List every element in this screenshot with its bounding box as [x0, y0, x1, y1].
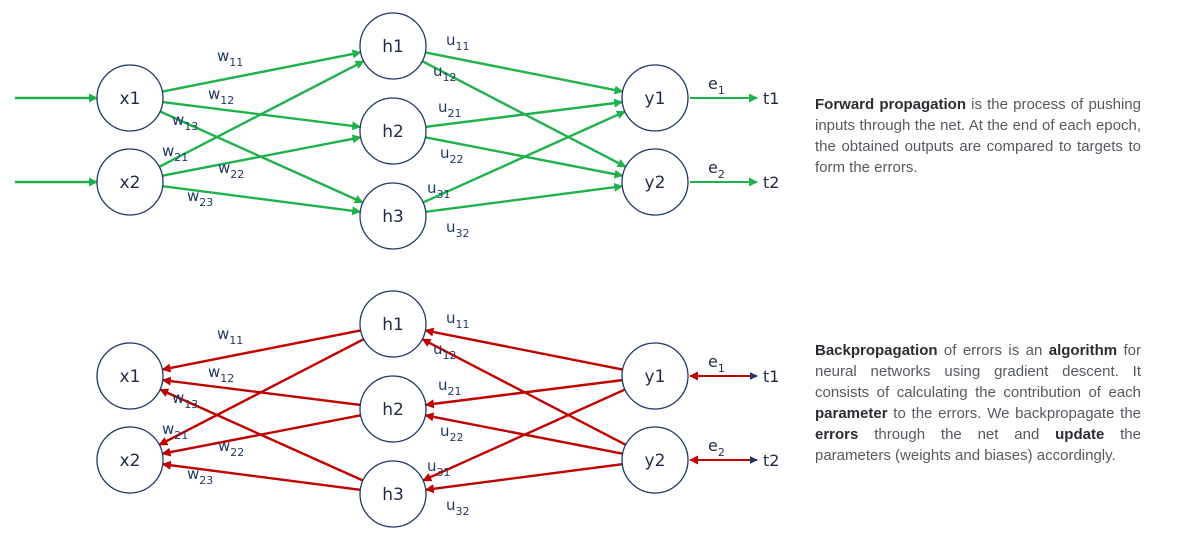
node-label-y2: y2	[645, 451, 666, 471]
edge-h2-y1	[425, 98, 624, 129]
node-y2	[621, 148, 689, 216]
backprop-text-2: for neural networks using gradient desce…	[815, 342, 1141, 401]
error-label-e2: e2	[708, 436, 725, 459]
backprop-text-4: through the net and	[858, 426, 1056, 443]
edge-x1-h1	[162, 49, 362, 93]
algorithm-term: algorithm	[1048, 342, 1118, 359]
backprop-text-1: of errors is an	[937, 342, 1049, 359]
weight-label-w12: w12	[208, 85, 234, 107]
update-term: update	[1055, 426, 1105, 443]
weight-label-u12: u12	[433, 340, 457, 362]
edge-x2-h2	[161, 414, 361, 457]
weight-label-u31: u31	[427, 457, 451, 479]
node-h3	[359, 182, 427, 250]
node-label-x1: x1	[120, 367, 141, 387]
node-y2	[621, 426, 689, 494]
edge-x2-h1	[158, 338, 365, 446]
weight-label-u32: u32	[446, 496, 470, 518]
edge-x2-h3	[162, 185, 362, 216]
node-x1	[96, 342, 164, 410]
backpropagation-network: t1 e1 t2 e2 x1 x2 h1 h2 h3 y1 y2 w11 w12 w13 w21 w22w23…	[96, 290, 779, 528]
edge-x2-h3	[161, 460, 361, 491]
error-label-e1: e1	[708, 74, 725, 97]
errors-term: errors	[815, 426, 859, 443]
weight-label-w13: w13	[172, 111, 198, 133]
weight-label-w12: w12	[208, 363, 234, 385]
weight-label-w23: w23	[187, 465, 213, 487]
edge-h3-y1	[422, 388, 626, 482]
node-label-h2: h2	[382, 122, 404, 142]
edge-h3-y2	[424, 463, 623, 494]
node-h2	[359, 375, 427, 443]
node-label-h1: h1	[382, 37, 404, 57]
node-label-x2: x2	[120, 451, 141, 471]
weight-label-u31: u31	[427, 179, 451, 201]
edge-h1-y1	[425, 51, 624, 95]
node-y1	[621, 64, 689, 132]
node-label-h3: h3	[382, 485, 404, 505]
node-h2	[359, 97, 427, 165]
weight-label-u11: u11	[446, 31, 470, 53]
edge-x2-h2	[162, 134, 362, 177]
node-label-h3: h3	[382, 207, 404, 227]
weight-label-u32: u32	[446, 218, 470, 240]
parameter-term: parameter	[815, 405, 888, 422]
target-t1: t1	[763, 367, 779, 386]
node-x1	[96, 64, 164, 132]
node-h3	[359, 460, 427, 528]
weight-label-w11: w11	[217, 47, 243, 69]
backpropagation-description: Backpropagation of errors is an algorith…	[815, 340, 1141, 466]
forward-propagation-network: t1 e1 t2 e2 x1 x2 h1 h2 h3 y1 y2 w11 w12 w13 w21 w22w23…	[15, 12, 779, 250]
node-label-h2: h2	[382, 400, 404, 420]
node-label-y2: y2	[645, 173, 666, 193]
node-label-y1: y1	[645, 89, 666, 109]
forward-propagation-term: Forward propagation	[815, 96, 966, 113]
edge-h3-y2	[425, 182, 624, 213]
target-t1: t1	[763, 89, 779, 108]
target-t2: t2	[763, 173, 779, 192]
node-x2	[96, 148, 164, 216]
edge-x2-h1	[158, 60, 365, 168]
weight-label-u22: u22	[440, 144, 464, 166]
node-y1	[621, 342, 689, 410]
node-label-x1: x1	[120, 89, 141, 109]
node-x2	[96, 426, 164, 494]
weight-label-w13: w13	[172, 389, 198, 411]
edge-h3-y1	[422, 110, 626, 204]
weight-label-w22: w22	[218, 437, 244, 459]
error-label-e2: e2	[708, 158, 725, 181]
weight-label-u22: u22	[440, 422, 464, 444]
forward-propagation-description: Forward propagation is the process of pu…	[815, 94, 1141, 178]
forward-description-text: is the process of pushing inputs through…	[815, 96, 1141, 176]
backprop-text-3: to the errors. We backpropagate the	[887, 405, 1141, 422]
node-label-y1: y1	[645, 367, 666, 387]
node-h1	[359, 290, 427, 358]
weight-label-w21: w21	[162, 420, 188, 442]
weight-label-u11: u11	[446, 309, 470, 331]
node-h1	[359, 12, 427, 80]
weight-label-w23: w23	[187, 187, 213, 209]
weight-label-w21: w21	[162, 142, 188, 164]
error-label-e1: e1	[708, 352, 725, 375]
backpropagation-term: Backpropagation	[815, 342, 938, 359]
node-label-h1: h1	[382, 315, 404, 335]
edge-x1-h1	[161, 329, 361, 373]
backprop-text-5: the parameters (weights and biases) acco…	[815, 426, 1141, 464]
weight-label-u21: u21	[438, 98, 462, 120]
weight-label-w11: w11	[217, 325, 243, 347]
weight-label-w22: w22	[218, 159, 244, 181]
weight-label-u21: u21	[438, 376, 462, 398]
weight-label-u12: u12	[433, 62, 457, 84]
edge-h1-y1	[424, 327, 623, 371]
edge-h2-y1	[424, 378, 623, 409]
node-label-x2: x2	[120, 173, 141, 193]
target-t2: t2	[763, 451, 779, 470]
